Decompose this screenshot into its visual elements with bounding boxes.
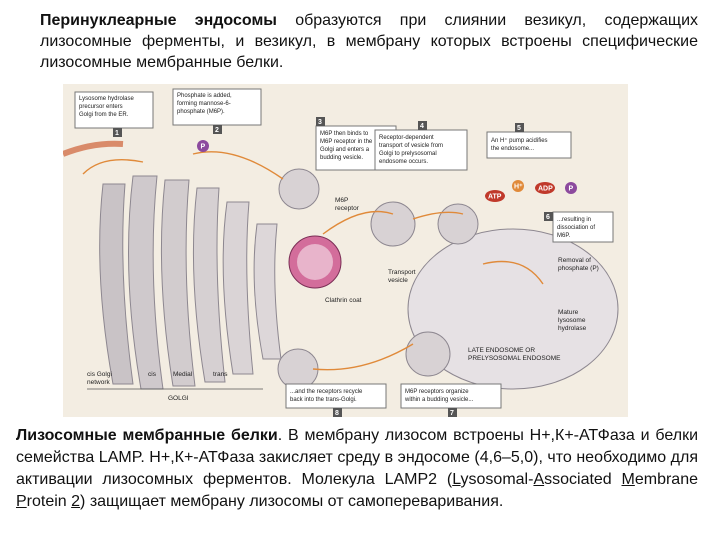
step-4-line-2: transport of vesicle from: [379, 143, 443, 149]
clathrin-vesicle-inner: [297, 244, 333, 280]
lysosome-pathway-figure: P P ATP ADP H⁺ 1 Lysosome hydrolase prec…: [63, 84, 628, 417]
lamp-word-3: embrane: [635, 471, 698, 488]
cis-label: cis: [148, 371, 157, 378]
step-4-line-3: Golgi to prelysosomal: [379, 151, 437, 157]
step-3-line-4: budding vesicle.: [320, 155, 363, 161]
step-6-number: 6: [546, 214, 550, 221]
step-7-number: 7: [450, 410, 454, 417]
adp-label: ADP: [538, 186, 553, 193]
transport-vesicle-2: [406, 332, 450, 376]
step-box-7: 7 M6P receptors organize within a buddin…: [401, 384, 501, 417]
late-endosome-label-1: LATE ENDOSOME OR: [468, 347, 535, 354]
recycle-vesicle: [278, 349, 318, 389]
late-endosome-label-2: PRELYSOSOMAL ENDOSOME: [468, 355, 561, 362]
step-1-number: 1: [115, 130, 119, 137]
lamp-number-2: 2: [71, 493, 80, 510]
golgi-stack: [100, 176, 281, 389]
atp-label: ATP: [488, 194, 502, 201]
transport-vesicle-label-1: Transport: [388, 269, 416, 276]
step-3-line-1: M6P then binds to: [320, 131, 369, 137]
step-box-8: 8 ...and the receptors recycle back into…: [286, 384, 386, 417]
cis-golgi-label-2: network: [87, 379, 111, 386]
trans-label: trans: [213, 371, 228, 378]
medial-label: Medial: [173, 371, 193, 378]
step-8-line-1: ...and the receptors recycle: [290, 389, 363, 395]
step-box-5: 5 An H⁺ pump acidifies the endosome...: [487, 123, 571, 158]
phosphate-label-1: P: [201, 144, 206, 151]
er-tube: [63, 144, 123, 154]
step-6-line-2: dissociation of: [557, 225, 595, 231]
step-2-number: 2: [215, 127, 219, 134]
step-2-line-2: forming mannose-6-: [177, 101, 231, 107]
step-7-line-1: M6P receptors organize: [405, 389, 469, 395]
m6p-receptor-label-1: M6P: [335, 197, 348, 204]
lamp-letter-p: P: [16, 493, 27, 510]
bottom-paragraph: Лизосомные мембранные белки. В мембрану …: [16, 425, 698, 513]
heading-term: Перинуклеарные эндосомы: [40, 12, 277, 29]
step-3-number: 3: [318, 119, 322, 126]
step-5-line-1: An H⁺ pump acidifies: [491, 137, 548, 144]
removal-phosphate-label-1: Removal of: [558, 257, 591, 264]
step-4-number: 4: [420, 123, 424, 130]
step-1-line-2: precursor enters: [79, 104, 123, 110]
step-4-line-4: endosome occurs.: [379, 159, 428, 165]
lamp-word-2: ssociated: [544, 471, 621, 488]
removal-phosphate-label-2: phosphate (P): [558, 265, 599, 272]
bottom-p2: ) защищает мембрану лизосомы от самопере…: [80, 493, 503, 510]
heading-paragraph: Перинуклеарные эндосомы образуются при с…: [40, 10, 698, 73]
transport-vesicle-1: [371, 202, 415, 246]
step-box-1: 1 Lysosome hydrolase precursor enters Go…: [75, 92, 153, 137]
golgi-label: GOLGI: [168, 395, 189, 402]
phosphate-label-2: P: [569, 186, 574, 193]
budding-vesicle-1: [279, 169, 319, 209]
step-3-line-3: Golgi and enters a: [320, 147, 370, 153]
mature-hydrolase-label-2: lysosome: [558, 317, 586, 324]
lamp-letter-m: M: [622, 471, 635, 488]
step-8-line-2: back into the trans-Golgi.: [290, 397, 357, 403]
cis-golgi-label-1: cis Golgi: [87, 371, 112, 378]
m6p-receptor-label-2: receptor: [335, 205, 360, 212]
step-8-number: 8: [335, 410, 339, 417]
mature-hydrolase-label-1: Mature: [558, 309, 579, 316]
step-5-number: 5: [517, 125, 521, 132]
lamp-letter-l: L: [452, 471, 460, 488]
step-box-2: 2 Phosphate is added, forming mannose-6-…: [173, 89, 261, 134]
step-6-line-3: M6P.: [557, 233, 571, 239]
mature-hydrolase-label-3: hydrolase: [558, 325, 587, 332]
step-2-line-3: phosphate (M6P).: [177, 109, 225, 115]
lamp-word-4: rotein: [27, 493, 71, 510]
clathrin-coat-label: Clathrin coat: [325, 297, 362, 304]
step-7-line-2: within a budding vesicle...: [404, 397, 474, 403]
step-1-line-3: Golgi from the ER.: [79, 112, 129, 118]
step-6-line-1: ...resulting in: [557, 217, 591, 223]
step-box-6: 6 ...resulting in dissociation of M6P.: [544, 212, 613, 242]
step-4-line-1: Receptor-dependent: [379, 135, 434, 141]
lamp-letter-a: A: [533, 471, 544, 488]
lamp-word-1: ysosomal-: [461, 471, 534, 488]
step-1-line-1: Lysosome hydrolase: [79, 96, 134, 102]
transport-vesicle-label-2: vesicle: [388, 277, 408, 284]
step-2-line-1: Phosphate is added,: [177, 93, 232, 99]
bottom-term: Лизосомные мембранные белки: [16, 427, 278, 444]
step-3-line-2: M6P receptor in the: [320, 139, 373, 145]
h-plus-label: H⁺: [514, 184, 523, 191]
transport-vesicle-3: [438, 204, 478, 244]
step-5-line-2: the endosome...: [491, 146, 534, 152]
